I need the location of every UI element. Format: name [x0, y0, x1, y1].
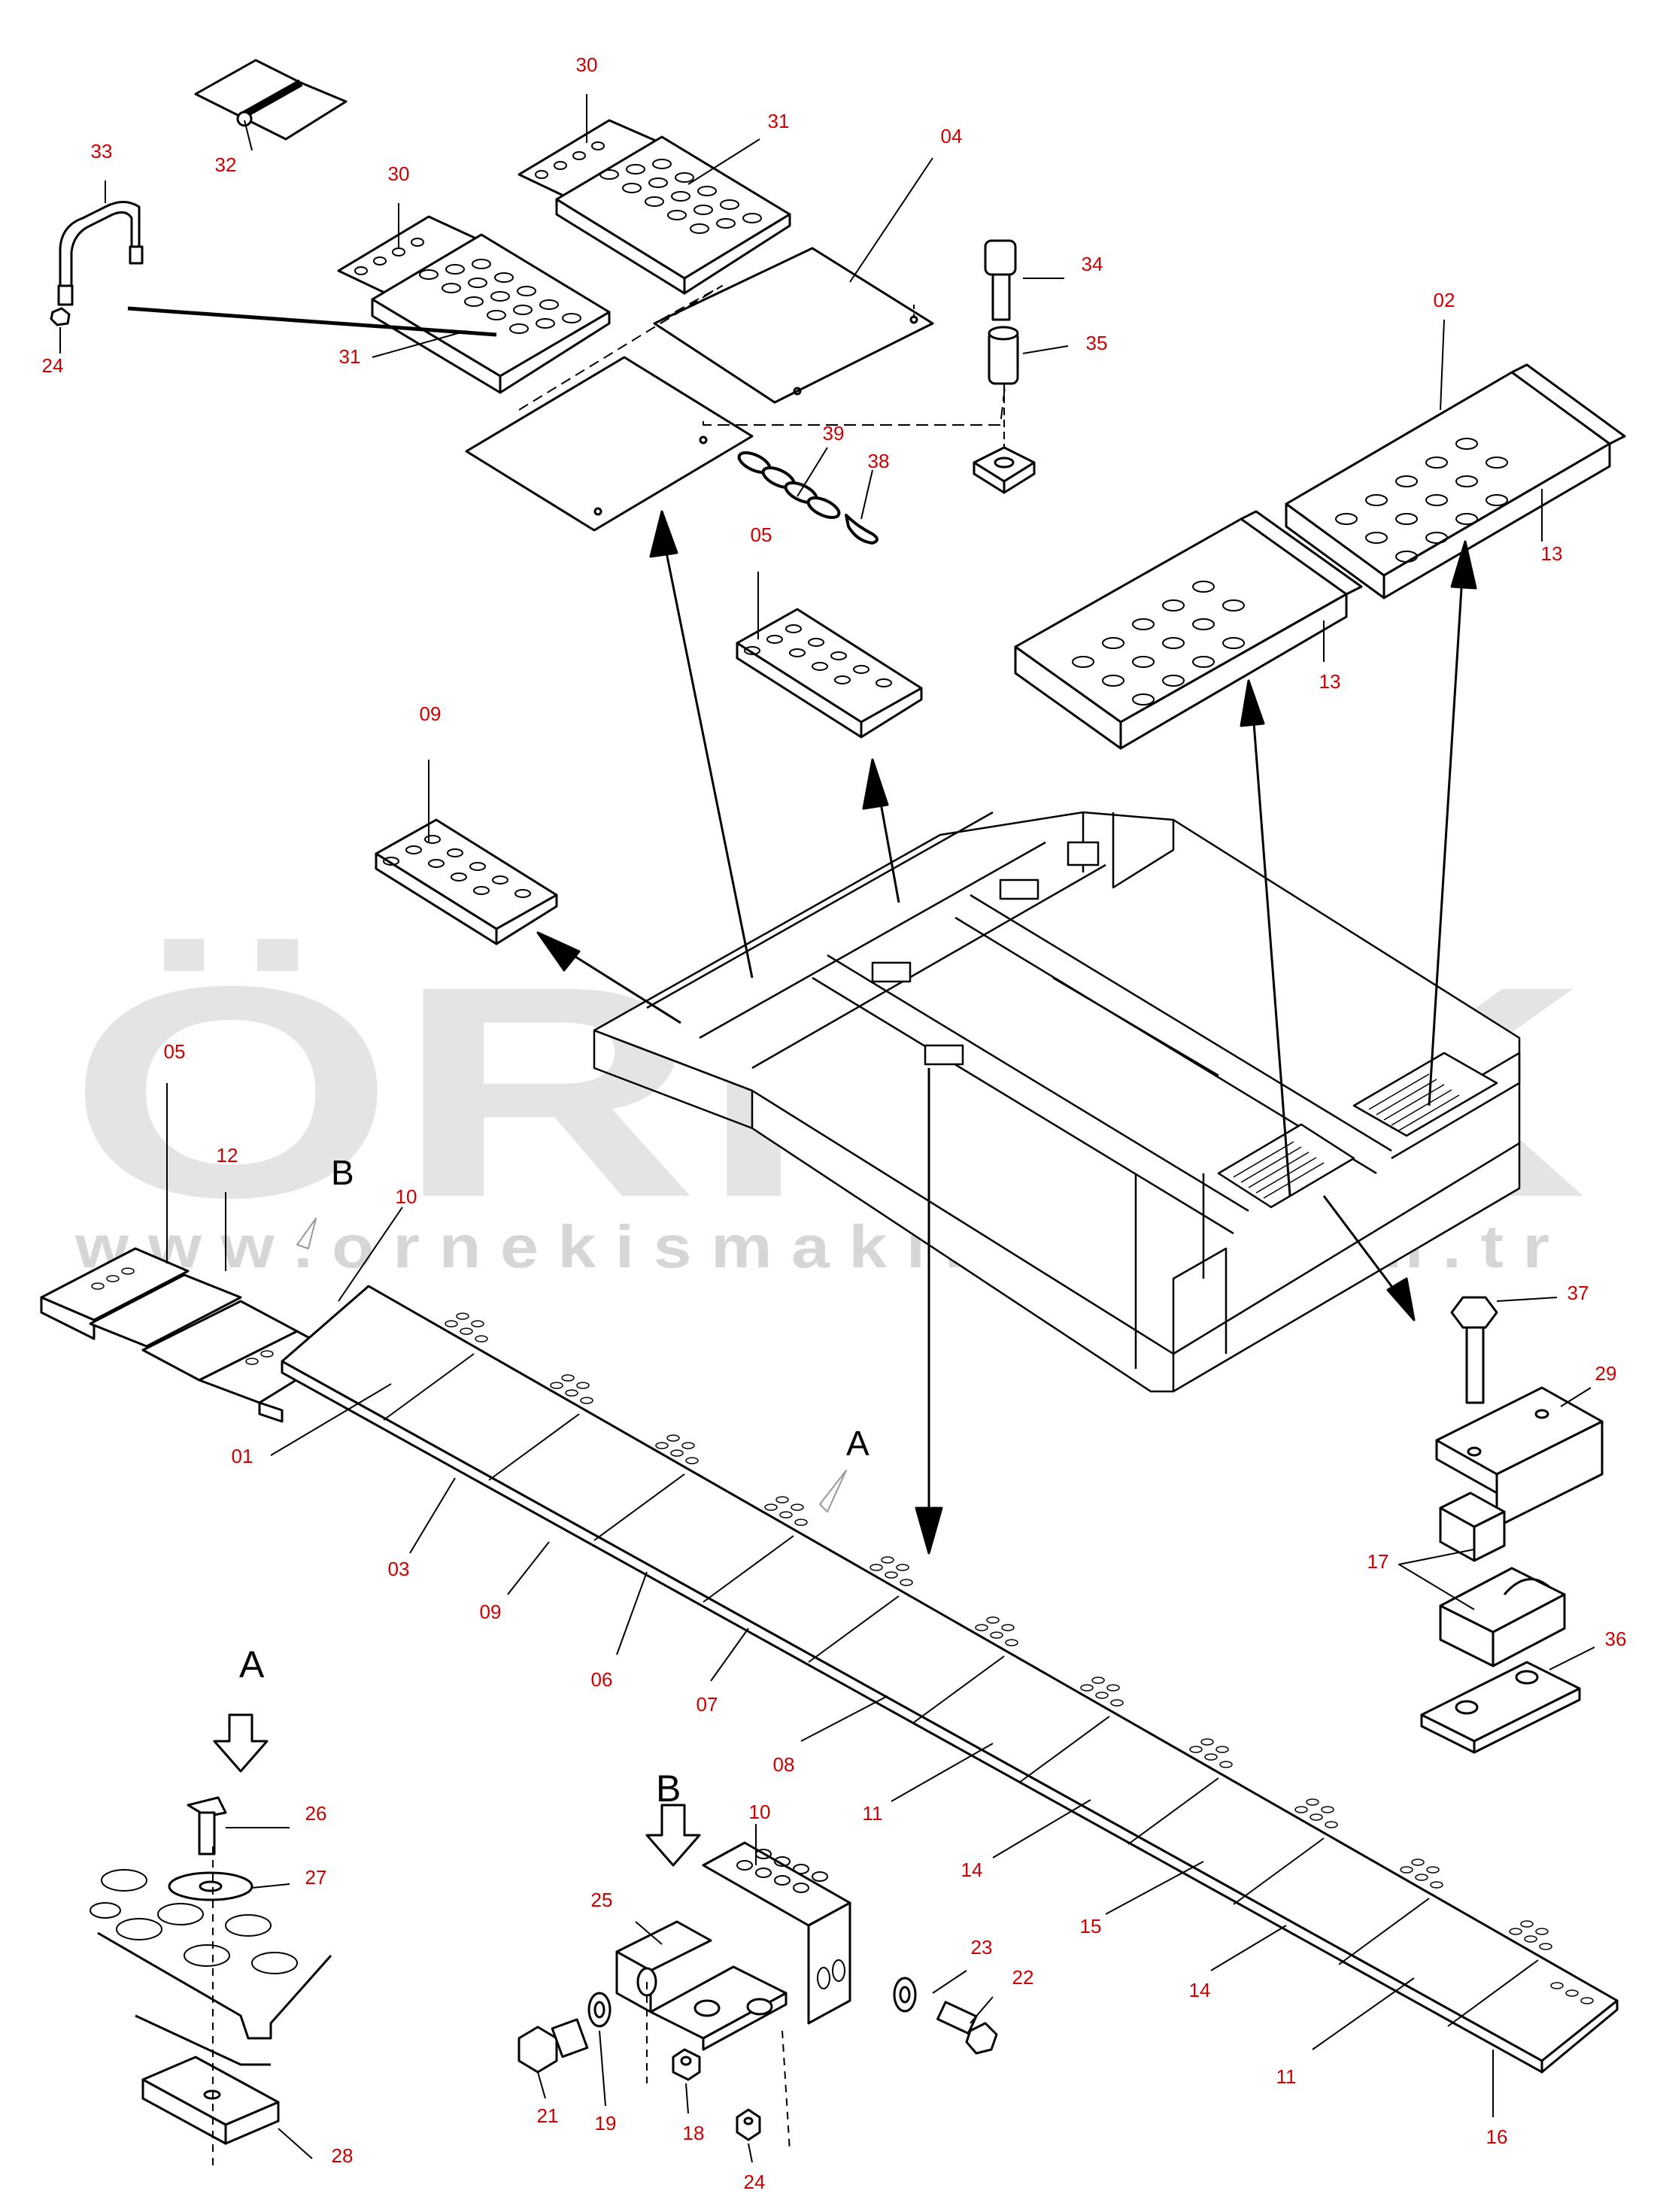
- callout-24: 24: [42, 354, 64, 377]
- hinge-part: [194, 59, 347, 141]
- callout-14: 14: [1189, 1979, 1211, 2001]
- callout-04: 04: [941, 125, 963, 147]
- grating-plate-05-top: [736, 608, 923, 739]
- walkway-13-left: [1014, 510, 1363, 750]
- callout-33: 33: [91, 140, 113, 162]
- callout-01: 01: [232, 1445, 253, 1467]
- callout-12: 12: [217, 1144, 238, 1167]
- callout-30: 30: [576, 53, 598, 76]
- callout-37: 37: [1568, 1282, 1589, 1304]
- callout-23: 23: [971, 1936, 993, 1959]
- callout-29: 29: [1595, 1362, 1617, 1385]
- callout-06: 06: [591, 1668, 613, 1691]
- callout-05: 05: [164, 1040, 186, 1063]
- callout-09: 09: [420, 702, 442, 725]
- callout-25: 25: [591, 1889, 613, 1911]
- callout-05: 05: [751, 523, 772, 546]
- bolt-spacer-assembly: [973, 239, 1036, 494]
- callout-numbers: 30 31 04 32 33 30 24 31 34 35 02 39 38 0…: [42, 53, 1627, 2193]
- callout-10: 10: [749, 1801, 771, 1823]
- view-letter-b-main: B: [331, 1153, 354, 1192]
- callout-30: 30: [388, 162, 410, 185]
- view-letter-a-main: A: [846, 1424, 869, 1463]
- explode-arrows: [536, 510, 1477, 1555]
- handle-part: [50, 201, 144, 326]
- callout-38: 38: [868, 450, 890, 472]
- callout-08: 08: [773, 1753, 795, 1776]
- walkway-strip-assembly: [40, 1218, 1619, 2074]
- detail-b: [517, 1804, 998, 2152]
- callout-31: 31: [339, 345, 361, 368]
- chain-and-shackle: [737, 451, 879, 545]
- cover-plate-04: [465, 247, 1009, 532]
- callout-24: 24: [744, 2171, 766, 2193]
- callout-13: 13: [1541, 542, 1563, 565]
- callout-10: 10: [396, 1185, 417, 1208]
- callout-13: 13: [1319, 670, 1341, 693]
- callout-35: 35: [1086, 332, 1108, 354]
- machine-frame: [593, 811, 1521, 1393]
- grating-plate-30-31-middle: [337, 215, 611, 394]
- callout-07: 07: [697, 1693, 718, 1716]
- callout-leaders: [59, 94, 1595, 2163]
- callout-27: 27: [305, 1866, 327, 1889]
- callout-32: 32: [215, 153, 237, 176]
- callout-26: 26: [305, 1802, 327, 1825]
- detail-a: [90, 1713, 332, 2166]
- callout-02: 02: [1434, 289, 1455, 311]
- callout-34: 34: [1082, 253, 1103, 275]
- callout-11: 11: [863, 1802, 883, 1825]
- callout-28: 28: [332, 2144, 354, 2167]
- clamp-block-assembly: [1420, 1296, 1604, 1754]
- walkway-13-right: [1285, 363, 1626, 599]
- callout-17: 17: [1367, 1550, 1389, 1573]
- view-letter-b-detail: B: [656, 1767, 681, 1810]
- callout-19: 19: [595, 2112, 617, 2135]
- callout-14: 14: [961, 1859, 983, 1881]
- callout-11: 11: [1276, 2065, 1297, 2088]
- callout-31: 31: [768, 110, 790, 132]
- callout-21: 21: [537, 2104, 559, 2127]
- callout-16: 16: [1486, 2126, 1508, 2148]
- grating-plate-30-31-upper: [517, 119, 791, 295]
- view-letter-a-detail: A: [239, 1643, 265, 1686]
- callout-18: 18: [683, 2122, 705, 2144]
- callout-09: 09: [480, 1601, 502, 1623]
- callout-22: 22: [1012, 1966, 1034, 1989]
- grating-plate-09-left: [375, 818, 558, 945]
- callout-36: 36: [1605, 1628, 1627, 1650]
- callout-03: 03: [388, 1558, 410, 1580]
- callout-39: 39: [823, 422, 845, 445]
- callout-15: 15: [1080, 1915, 1102, 1937]
- view-letters: B A A B: [239, 1153, 869, 1810]
